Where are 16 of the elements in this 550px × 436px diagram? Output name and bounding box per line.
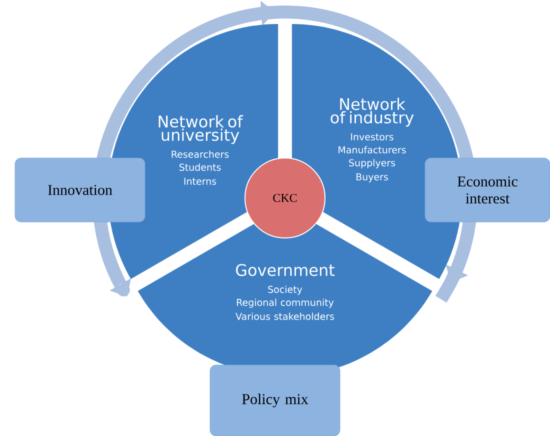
node-label: Society bbox=[268, 286, 302, 295]
node-label: Investors bbox=[351, 133, 394, 140]
node-label: Researchers bbox=[172, 150, 229, 158]
sector-segment: Government Society Regional community Various stakeholders bbox=[138, 206, 432, 376]
label-box: Policy mix bbox=[210, 364, 340, 436]
node-label: Network of university bbox=[158, 115, 244, 144]
node-label: Students bbox=[179, 163, 221, 171]
node-label: Buyers bbox=[356, 173, 388, 182]
label-box: Innovation bbox=[14, 158, 146, 222]
node-label: Interns bbox=[184, 178, 216, 185]
node-label: Various stakeholders bbox=[236, 312, 334, 320]
node-label: Manufacturers bbox=[338, 146, 406, 154]
label-box: Economic interest bbox=[424, 158, 550, 222]
node-label: Regional community bbox=[236, 298, 334, 308]
node-label: Supplyers bbox=[349, 159, 396, 168]
node-label: Network of industry bbox=[330, 98, 414, 127]
